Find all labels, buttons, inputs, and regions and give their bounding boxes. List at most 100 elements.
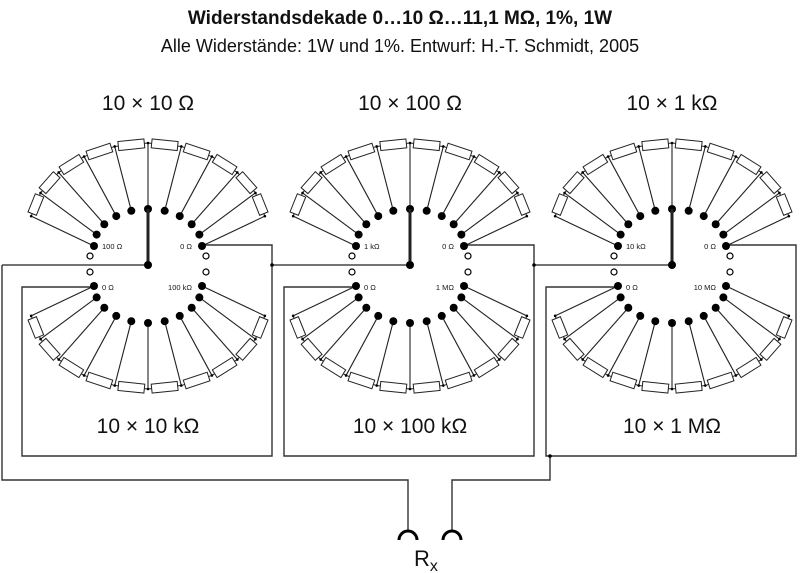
resistor xyxy=(114,138,149,152)
resistor-body xyxy=(473,356,500,379)
switch-contact xyxy=(195,230,204,239)
unused-contact xyxy=(610,252,618,260)
junction-dot xyxy=(525,314,529,318)
contact-lead xyxy=(40,296,97,340)
switch-contact xyxy=(422,206,431,215)
resistor-body xyxy=(412,380,441,394)
junction-dot xyxy=(670,387,674,391)
unused-contact xyxy=(348,268,356,276)
resistor xyxy=(705,371,737,390)
junction-dot xyxy=(301,337,304,341)
terminal-right xyxy=(441,529,463,541)
contact-lead xyxy=(638,146,656,211)
resistor-body xyxy=(562,171,585,195)
decade-bottom-label: 10 × 10 kΩ xyxy=(97,415,200,438)
contact-lead xyxy=(453,172,500,225)
junction-dot xyxy=(146,387,150,391)
lower-switch xyxy=(27,282,269,394)
resistor xyxy=(27,192,45,217)
resistor xyxy=(638,138,673,152)
resistor xyxy=(671,138,706,152)
resistor-body xyxy=(300,171,323,195)
junction-dot xyxy=(606,155,610,158)
junction-dot xyxy=(39,337,42,341)
contact-label-top-right: 0 Ω xyxy=(442,242,454,251)
contact-lead xyxy=(441,156,475,217)
unused-contact xyxy=(610,268,618,276)
resistor xyxy=(607,371,639,390)
junction-dot xyxy=(319,171,322,174)
resistor-body xyxy=(235,171,258,195)
resistor xyxy=(147,138,182,152)
resistor-body xyxy=(513,193,531,216)
resistor-body xyxy=(347,142,376,161)
resistor xyxy=(582,356,609,379)
switch-contact xyxy=(437,212,446,221)
contact-lead xyxy=(302,192,359,236)
junction-dot xyxy=(516,337,519,341)
unused-contact xyxy=(348,252,356,260)
resistor-body xyxy=(85,142,114,161)
junction-dot xyxy=(760,171,763,174)
decade-top-label: 10 × 100 Ω xyxy=(358,92,462,115)
terminal-left xyxy=(397,529,419,541)
junction-dot xyxy=(442,384,445,387)
resistor-body xyxy=(412,138,441,152)
junction-dot xyxy=(180,145,183,148)
rx-label-main: R xyxy=(414,546,430,571)
resistor xyxy=(300,337,323,361)
resistor-body xyxy=(211,356,238,379)
rx-left-wire xyxy=(1,265,409,532)
contact-lead xyxy=(114,321,132,386)
contact-lead xyxy=(463,285,528,317)
junction-dot xyxy=(563,191,566,195)
switch-contact xyxy=(699,212,708,221)
resistor-body xyxy=(444,371,473,390)
contact-lead xyxy=(703,315,737,376)
resistor-body xyxy=(497,337,520,361)
resistor xyxy=(289,192,307,217)
resistor-body xyxy=(674,380,703,394)
lower-switch xyxy=(289,282,531,394)
resistor xyxy=(235,337,258,361)
resistor xyxy=(759,337,782,361)
resistor xyxy=(235,171,258,195)
resistor-body xyxy=(320,153,347,176)
contact-lead xyxy=(320,307,367,360)
resistor xyxy=(638,380,673,394)
switch-contact xyxy=(187,303,196,312)
junction-dot xyxy=(210,155,214,158)
resistor xyxy=(513,315,531,340)
resistor xyxy=(551,192,569,217)
switch-contact xyxy=(90,282,98,290)
resistor-body xyxy=(85,371,114,390)
junction-dot xyxy=(291,214,295,218)
junction-dot xyxy=(263,314,267,318)
resistor xyxy=(114,380,149,394)
resistor-body xyxy=(497,171,520,195)
contact-lead xyxy=(461,296,518,340)
contact-lead xyxy=(199,296,256,340)
junction-dot xyxy=(82,374,86,377)
resistor-body xyxy=(735,153,762,176)
resistor-body xyxy=(641,138,670,152)
switch-contact xyxy=(719,230,728,239)
unused-contact xyxy=(726,252,734,260)
switch-contact xyxy=(614,242,622,250)
diagram-subtitle: Alle Widerstände: 1W und 1%. Entwurf: H.… xyxy=(161,36,639,56)
contact-lead xyxy=(426,321,444,386)
resistor-body xyxy=(150,138,179,152)
contact-lead xyxy=(292,285,357,317)
unused-contact xyxy=(86,252,94,260)
switch-contact xyxy=(699,311,708,320)
contact-lead xyxy=(191,172,238,225)
switch-contact xyxy=(636,311,645,320)
contact-lead xyxy=(320,172,367,225)
switch-contact xyxy=(160,206,169,215)
switch-contact xyxy=(684,206,693,215)
resistor-body xyxy=(379,138,408,152)
resistor-body xyxy=(706,142,735,161)
resistor-body xyxy=(551,316,569,339)
resistor xyxy=(473,153,500,176)
